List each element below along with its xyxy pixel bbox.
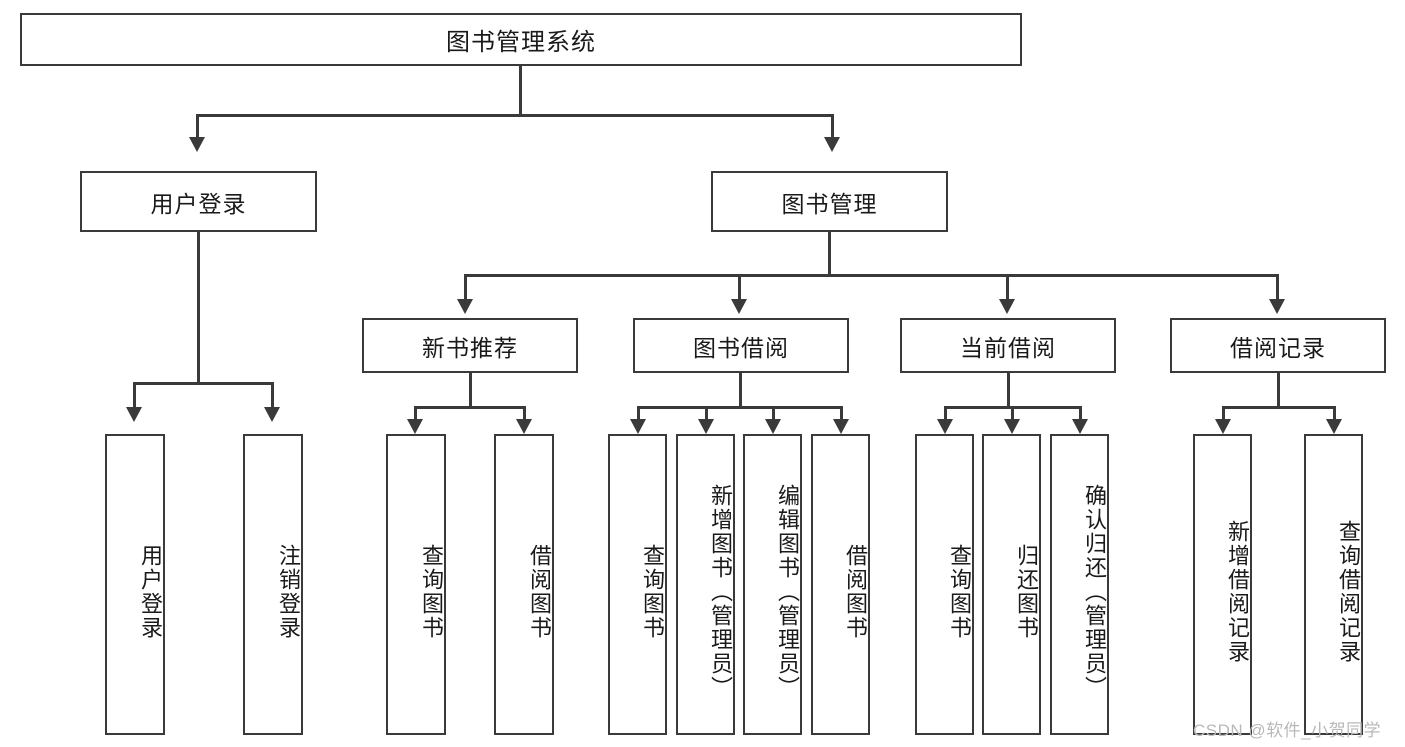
leaf-newbook-borrow[interactable]: 借阅图书 <box>494 434 554 735</box>
node-label: 查询借阅记录 <box>1336 519 1361 664</box>
connector-borrow-bus <box>637 406 840 409</box>
connector-borrow-stem <box>739 373 742 408</box>
node-label: 新增借阅记录 <box>1225 519 1250 664</box>
node-label: 用户登录 <box>150 190 247 217</box>
node-label: 图书借阅 <box>693 334 789 361</box>
arrow-book-to-record <box>1269 299 1285 314</box>
leaf-record-query[interactable]: 查询借阅记录 <box>1304 434 1363 735</box>
connector-newbook-bus <box>414 406 525 409</box>
node-book-management[interactable]: 图书管理 <box>711 171 948 232</box>
arrow-record-leaf1 <box>1215 419 1231 434</box>
node-label: 新书推荐 <box>422 334 518 361</box>
node-book-borrow[interactable]: 图书借阅 <box>633 318 849 373</box>
node-user-login[interactable]: 用户登录 <box>80 171 317 232</box>
node-label: 用户登录 <box>138 543 163 640</box>
arrow-borrow-leaf4 <box>833 419 849 434</box>
connector-current-leaf1 <box>944 406 947 421</box>
connector-record-stem <box>1277 373 1280 408</box>
connector-current-stem <box>1007 373 1010 408</box>
node-label: 编辑图书（管理员） <box>775 483 800 700</box>
connector-borrow-leaf4 <box>840 406 843 421</box>
leaf-current-return[interactable]: 归还图书 <box>982 434 1041 735</box>
arrow-user-leaf2 <box>264 407 280 422</box>
leaf-current-query[interactable]: 查询图书 <box>915 434 974 735</box>
connector-user-leaf1 <box>133 382 136 409</box>
node-new-book-recommend[interactable]: 新书推荐 <box>362 318 578 373</box>
arrow-book-to-current <box>999 299 1015 314</box>
arrow-record-leaf2 <box>1326 419 1342 434</box>
leaf-borrow-edit[interactable]: 编辑图书（管理员） <box>743 434 802 735</box>
node-borrow-record[interactable]: 借阅记录 <box>1170 318 1386 373</box>
node-label: 归还图书 <box>1014 543 1039 640</box>
connector-borrow-leaf2 <box>705 406 708 421</box>
connector-record-leaf2 <box>1333 406 1336 421</box>
node-label: 当前借阅 <box>960 334 1056 361</box>
connector-borrow-leaf1 <box>637 406 640 421</box>
connector-newbook-leaf2 <box>523 406 526 421</box>
connector-book-stem <box>828 232 831 276</box>
connector-book-to-record <box>1276 274 1279 301</box>
arrow-borrow-leaf1 <box>630 419 646 434</box>
watermark-text: CSDN @软件_小贺同学 <box>1193 721 1382 740</box>
connector-book-to-new <box>464 274 467 301</box>
connector-newbook-leaf1 <box>414 406 417 421</box>
connector-user-stem <box>197 232 200 384</box>
leaf-borrow-add[interactable]: 新增图书（管理员） <box>676 434 735 735</box>
arrow-current-leaf3 <box>1072 419 1088 434</box>
arrow-newbook-leaf1 <box>407 419 423 434</box>
csdn-watermark: CSDN @软件_小贺同学 <box>1193 716 1381 741</box>
connector-current-leaf2 <box>1011 406 1014 421</box>
node-label: 查询图书 <box>640 543 665 640</box>
arrow-user-leaf1 <box>126 407 142 422</box>
connector-user-bus <box>133 382 274 385</box>
leaf-borrow-lend[interactable]: 借阅图书 <box>811 434 870 735</box>
arrow-current-leaf1 <box>937 419 953 434</box>
leaf-current-confirm-return[interactable]: 确认归还（管理员） <box>1050 434 1109 735</box>
arrow-borrow-leaf2 <box>698 419 714 434</box>
connector-newbook-stem <box>469 373 472 408</box>
node-label: 借阅图书 <box>527 543 552 640</box>
leaf-record-add[interactable]: 新增借阅记录 <box>1193 434 1252 735</box>
leaf-user-logout[interactable]: 注销登录 <box>243 434 303 735</box>
node-label: 查询图书 <box>947 543 972 640</box>
node-label: 新增图书（管理员） <box>708 483 733 700</box>
connector-root-bus <box>196 114 833 117</box>
connector-borrow-leaf3 <box>772 406 775 421</box>
arrow-root-to-book <box>824 137 840 152</box>
arrow-borrow-leaf3 <box>765 419 781 434</box>
leaf-borrow-query[interactable]: 查询图书 <box>608 434 667 735</box>
arrow-newbook-leaf2 <box>516 419 532 434</box>
node-label: 图书管理系统 <box>446 29 596 56</box>
node-label: 借阅记录 <box>1230 334 1326 361</box>
connector-book-to-current <box>1006 274 1009 301</box>
node-label: 查询图书 <box>419 543 444 640</box>
connector-root-to-book <box>831 114 834 139</box>
arrow-current-leaf2 <box>1004 419 1020 434</box>
connector-book-to-borrow <box>738 274 741 301</box>
connector-record-leaf1 <box>1222 406 1225 421</box>
node-label: 图书管理 <box>781 190 878 217</box>
leaf-newbook-query[interactable]: 查询图书 <box>386 434 446 735</box>
node-label: 确认归还（管理员） <box>1082 483 1107 700</box>
connector-root-stem <box>519 66 522 116</box>
node-current-borrow[interactable]: 当前借阅 <box>900 318 1116 373</box>
connector-book-bus <box>464 274 1278 277</box>
node-label: 借阅图书 <box>843 543 868 640</box>
arrow-book-to-borrow <box>731 299 747 314</box>
arrow-book-to-new <box>457 299 473 314</box>
connector-current-leaf3 <box>1079 406 1082 421</box>
connector-record-bus <box>1222 406 1335 409</box>
node-root-system[interactable]: 图书管理系统 <box>20 13 1022 66</box>
leaf-user-login[interactable]: 用户登录 <box>105 434 165 735</box>
connector-user-leaf2 <box>271 382 274 409</box>
node-label: 注销登录 <box>276 543 301 640</box>
connector-root-to-user <box>196 114 199 139</box>
arrow-root-to-user <box>189 137 205 152</box>
